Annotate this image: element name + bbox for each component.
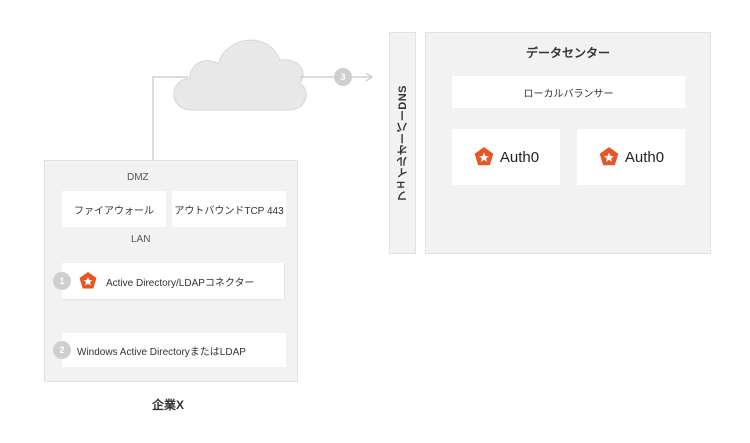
step-1-badge: 1 (53, 272, 71, 290)
firewall-box: ファイアウォール (62, 191, 166, 227)
connector-box: Active Directory/LDAPコネクター (62, 263, 284, 299)
auth0-logo-icon (473, 146, 495, 168)
windows-ad-box: Windows Active DirectoryまたはLDAP (62, 333, 286, 367)
connector-label: Active Directory/LDAPコネクター (106, 277, 255, 289)
cloud-icon (173, 39, 307, 111)
auth0-logo-icon (78, 271, 98, 291)
corporate-caption: 企業X (152, 398, 185, 412)
auth0-left-label: Auth0 (499, 148, 540, 166)
step-2-badge: 2 (53, 341, 71, 359)
windows-ad-label: Windows Active DirectoryまたはLDAP (77, 346, 246, 358)
lan-label: LAN (131, 234, 151, 245)
datacenter-title: データセンター (525, 46, 610, 60)
load-balancer-box: ローカルバランサー (452, 76, 685, 108)
auth0-logo-icon (598, 146, 620, 168)
auth0-left-box: Auth0 (452, 129, 560, 185)
outbound-tcp-box: アウトバウンドTCP 443 (172, 191, 286, 227)
dmz-label: DMZ (127, 172, 149, 183)
step-3-badge: 3 (334, 68, 352, 86)
failover-dns-panel: フェイルオーバーDNS (389, 32, 416, 254)
failover-dns-label: フェイルオーバーDNS (396, 84, 409, 202)
auth0-right-box: Auth0 (577, 129, 685, 185)
auth0-right-label: Auth0 (624, 148, 665, 166)
